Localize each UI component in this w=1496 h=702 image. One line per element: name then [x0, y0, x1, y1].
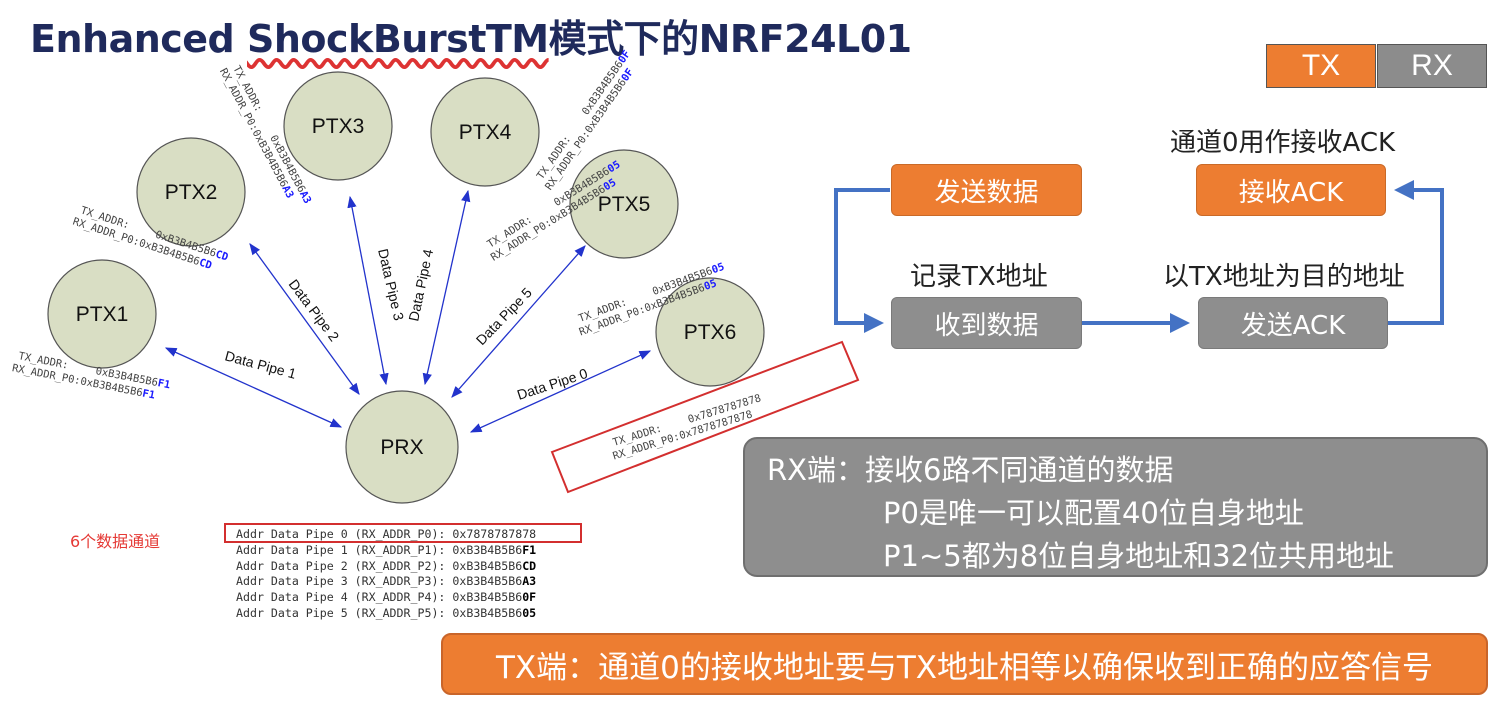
pipe3-arrow — [347, 195, 389, 386]
rx-note-line1: RX端：接收6路不同通道的数据 — [767, 453, 1174, 487]
pipe2-arrow — [249, 243, 360, 395]
pipe-row-0-name: Addr Data Pipe 0 (RX_ADDR_P0): — [236, 527, 446, 541]
title-suffix: 模式下的NRF24L01 — [548, 17, 913, 61]
node-ptx2-label: PTX2 — [165, 181, 218, 204]
pipe-row-4-base: 0xB3B4B5B6 — [452, 590, 523, 605]
send-data-box: 发送数据 — [891, 164, 1082, 216]
ptx3-rx-suffix: A3 — [279, 184, 296, 201]
ptx5b-tx-suffix: 05 — [710, 261, 726, 277]
page-title: Enhanced ShockBurstTM模式下的NRF24L01 — [30, 8, 912, 63]
pipe0-row-highlight — [224, 523, 582, 543]
node-ptx3: PTX3 — [283, 71, 393, 181]
pipe-row-4: Addr Data Pipe 4 (RX_ADDR_P4): 0xB3B4B5B… — [236, 590, 536, 606]
send-ack-box: 发送ACK — [1198, 297, 1388, 349]
pipe-row-5-base: 0xB3B4B5B6 — [452, 605, 523, 620]
pipe-row-4-name: Addr Data Pipe 4 (RX_ADDR_P4): — [236, 590, 446, 605]
node-ptx1: PTX1 — [47, 259, 157, 369]
pipe-row-0: Addr Data Pipe 0 (RX_ADDR_P0): 0x7878787… — [236, 527, 536, 543]
pipes-count-label: 6个数据通道 — [70, 532, 161, 551]
ptx3-tx-suffix: A3 — [297, 189, 314, 206]
pipe-row-1-suffix: F1 — [522, 542, 537, 557]
dest-address-label: 以TX地址为目的地址 — [1163, 262, 1405, 292]
ack-channel-label: 通道0用作接收ACK — [1170, 128, 1396, 158]
pipe0-arrow — [469, 350, 652, 433]
pipe-row-1-name: Addr Data Pipe 1 (RX_ADDR_P1): — [236, 542, 446, 557]
pipe-row-1: Addr Data Pipe 1 (RX_ADDR_P1): 0xB3B4B5B… — [236, 543, 536, 559]
title-prefix: Enhanced — [30, 17, 247, 61]
pipe-row-2-name: Addr Data Pipe 2 (RX_ADDR_P2): — [236, 558, 446, 573]
ptx5-tx-suffix: 05 — [605, 159, 622, 176]
node-ptx1-label: PTX1 — [76, 303, 129, 326]
flow-arrow-send-to-recv — [834, 188, 890, 333]
tab-rx[interactable]: RX — [1377, 44, 1487, 88]
pipe-row-3-base: 0xB3B4B5B6 — [452, 574, 523, 589]
rx-note-line3: P1~5都为8位自身地址和32位共用地址 — [883, 539, 1395, 573]
ptx1-rx-suffix: F1 — [141, 387, 156, 401]
pipe-row-2-base: 0xB3B4B5B6 — [452, 558, 523, 573]
rx-note-line2: P0是唯一可以配置40位自身地址 — [883, 496, 1304, 530]
pipe-row-3: Addr Data Pipe 3 (RX_ADDR_P3): 0xB3B4B5B… — [236, 574, 536, 590]
pipe4-arrow — [422, 189, 471, 386]
pipe-row-5-suffix: 05 — [522, 605, 537, 620]
pipe-row-1-base: 0xB3B4B5B6 — [452, 542, 523, 557]
pipe-row-3-suffix: A3 — [522, 574, 537, 589]
pipe-row-5-name: Addr Data Pipe 5 (RX_ADDR_P5): — [236, 605, 446, 620]
node-ptx6-label: PTX6 — [684, 321, 737, 344]
ptx6-address-highlight — [550, 340, 860, 494]
ptx2-rx-suffix: CD — [198, 257, 214, 272]
record-address-label: 记录TX地址 — [910, 262, 1048, 292]
ptx1-tx-suffix: F1 — [157, 377, 172, 391]
flow-arrow-sendack-to-recvack — [1388, 180, 1444, 325]
pipe-row-3-name: Addr Data Pipe 3 (RX_ADDR_P3): — [236, 574, 446, 589]
node-ptx3-label: PTX3 — [312, 115, 365, 138]
node-ptx5-label: PTX5 — [598, 193, 651, 216]
pipe1-label: Data Pipe 1 — [223, 347, 298, 381]
pipe2-label: Data Pipe 2 — [286, 276, 343, 344]
tx-note: TX端：通道0的接收地址要与TX地址相等以确保收到正确的应答信号 — [441, 633, 1488, 695]
pipe3-label: Data Pipe 3 — [375, 247, 407, 322]
pipe-row-2-suffix: CD — [522, 558, 537, 573]
pipe4-label: Data Pipe 4 — [405, 248, 436, 323]
node-ptx4: PTX4 — [430, 77, 540, 187]
receive-data-box: 收到数据 — [891, 297, 1082, 349]
node-ptx6: PTX6 — [655, 277, 765, 387]
pipe-row-0-base: 0x7878787878 — [452, 527, 537, 541]
node-ptx2: PTX2 — [136, 137, 246, 247]
pipe-row-5: Addr Data Pipe 5 (RX_ADDR_P5): 0xB3B4B5B… — [236, 606, 536, 622]
title-underlined: ShockBurstTM — [247, 17, 549, 61]
node-ptx5: PTX5 — [569, 149, 679, 259]
node-prx-label: PRX — [380, 436, 423, 459]
ptx5b-rx-suffix: 05 — [702, 277, 718, 293]
ptx2-tx-suffix: CD — [214, 248, 230, 263]
pipe-row-4-suffix: 0F — [522, 590, 537, 605]
rx-note: RX端：接收6路不同通道的数据 P0是唯一可以配置40位自身地址 P1~5都为8… — [743, 437, 1488, 577]
node-ptx4-label: PTX4 — [459, 121, 512, 144]
pipe-row-2: Addr Data Pipe 2 (RX_ADDR_P2): 0xB3B4B5B… — [236, 559, 536, 575]
receive-ack-box: 接收ACK — [1196, 164, 1386, 216]
ptx4-rx-suffix: 0F — [619, 66, 636, 83]
ptx4-tx-suffix: 0F — [616, 48, 633, 65]
node-prx: PRX — [345, 390, 459, 504]
pipe-address-table: Addr Data Pipe 0 (RX_ADDR_P0): 0x7878787… — [236, 527, 536, 622]
tab-tx[interactable]: TX — [1266, 44, 1376, 88]
ptx5-rx-suffix: 05 — [601, 176, 618, 193]
